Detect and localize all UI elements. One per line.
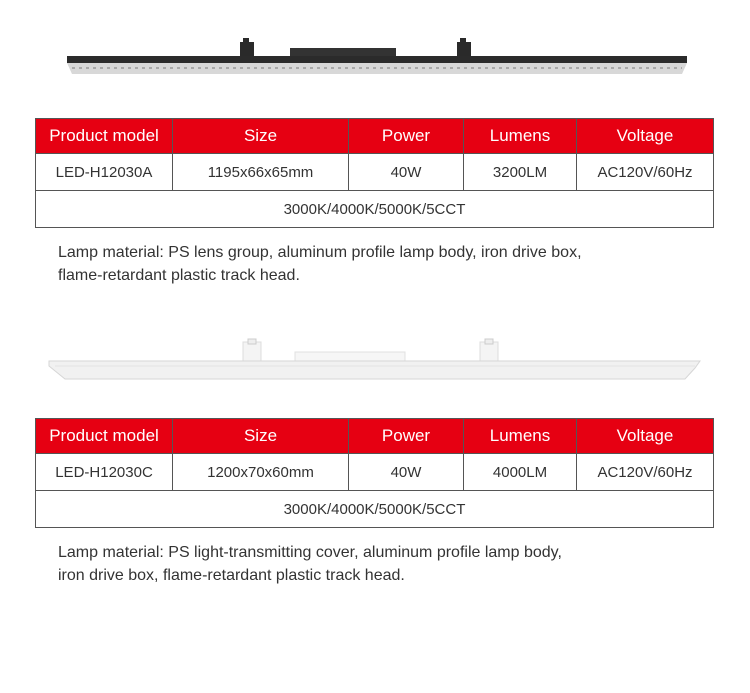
cell-lumens: 3200LM	[463, 153, 577, 191]
table-row: LED-H12030C 1200x70x60mm 40W 4000LM AC12…	[35, 453, 714, 491]
cell-product-model: LED-H12030C	[35, 453, 173, 491]
cell-power: 40W	[348, 153, 464, 191]
table-row-cct: 3000K/4000K/5000K/5CCT	[35, 490, 714, 528]
material-description: Lamp material: PS lens group, aluminum p…	[58, 241, 698, 287]
material-line: Lamp material: PS lens group, aluminum p…	[58, 244, 582, 261]
header-voltage: Voltage	[576, 418, 714, 454]
header-power: Power	[348, 418, 464, 454]
table-row-cct: 3000K/4000K/5000K/5CCT	[35, 190, 714, 228]
material-line: iron drive box, flame-retardant plastic …	[58, 567, 405, 584]
table-row: LED-H12030A 1195x66x65mm 40W 3200LM AC12…	[35, 153, 714, 191]
header-product-model: Product model	[35, 118, 173, 154]
header-voltage: Voltage	[576, 118, 714, 154]
header-lumens: Lumens	[463, 418, 577, 454]
material-description: Lamp material: PS light-transmitting cov…	[58, 541, 698, 587]
white-linear-track-light-image	[48, 338, 701, 380]
spec-table-led-h12030a: Product model Size Power Lumens Voltage …	[35, 118, 714, 228]
table-header-row: Product model Size Power Lumens Voltage	[35, 418, 714, 454]
black-linear-track-light-image	[67, 38, 687, 74]
cell-lumens: 4000LM	[463, 453, 577, 491]
cell-cct: 3000K/4000K/5000K/5CCT	[35, 190, 714, 228]
header-power: Power	[348, 118, 464, 154]
header-product-model: Product model	[35, 418, 173, 454]
cell-cct: 3000K/4000K/5000K/5CCT	[35, 490, 714, 528]
table-header-row: Product model Size Power Lumens Voltage	[35, 118, 714, 154]
material-line: Lamp material: PS light-transmitting cov…	[58, 544, 562, 561]
header-lumens: Lumens	[463, 118, 577, 154]
spec-table-led-h12030c: Product model Size Power Lumens Voltage …	[35, 418, 714, 528]
cell-size: 1195x66x65mm	[172, 153, 349, 191]
header-size: Size	[172, 418, 349, 454]
cell-product-model: LED-H12030A	[35, 153, 173, 191]
cell-voltage: AC120V/60Hz	[576, 453, 714, 491]
header-size: Size	[172, 118, 349, 154]
cell-size: 1200x70x60mm	[172, 453, 349, 491]
cell-power: 40W	[348, 453, 464, 491]
material-line: flame-retardant plastic track head.	[58, 267, 300, 284]
cell-voltage: AC120V/60Hz	[576, 153, 714, 191]
